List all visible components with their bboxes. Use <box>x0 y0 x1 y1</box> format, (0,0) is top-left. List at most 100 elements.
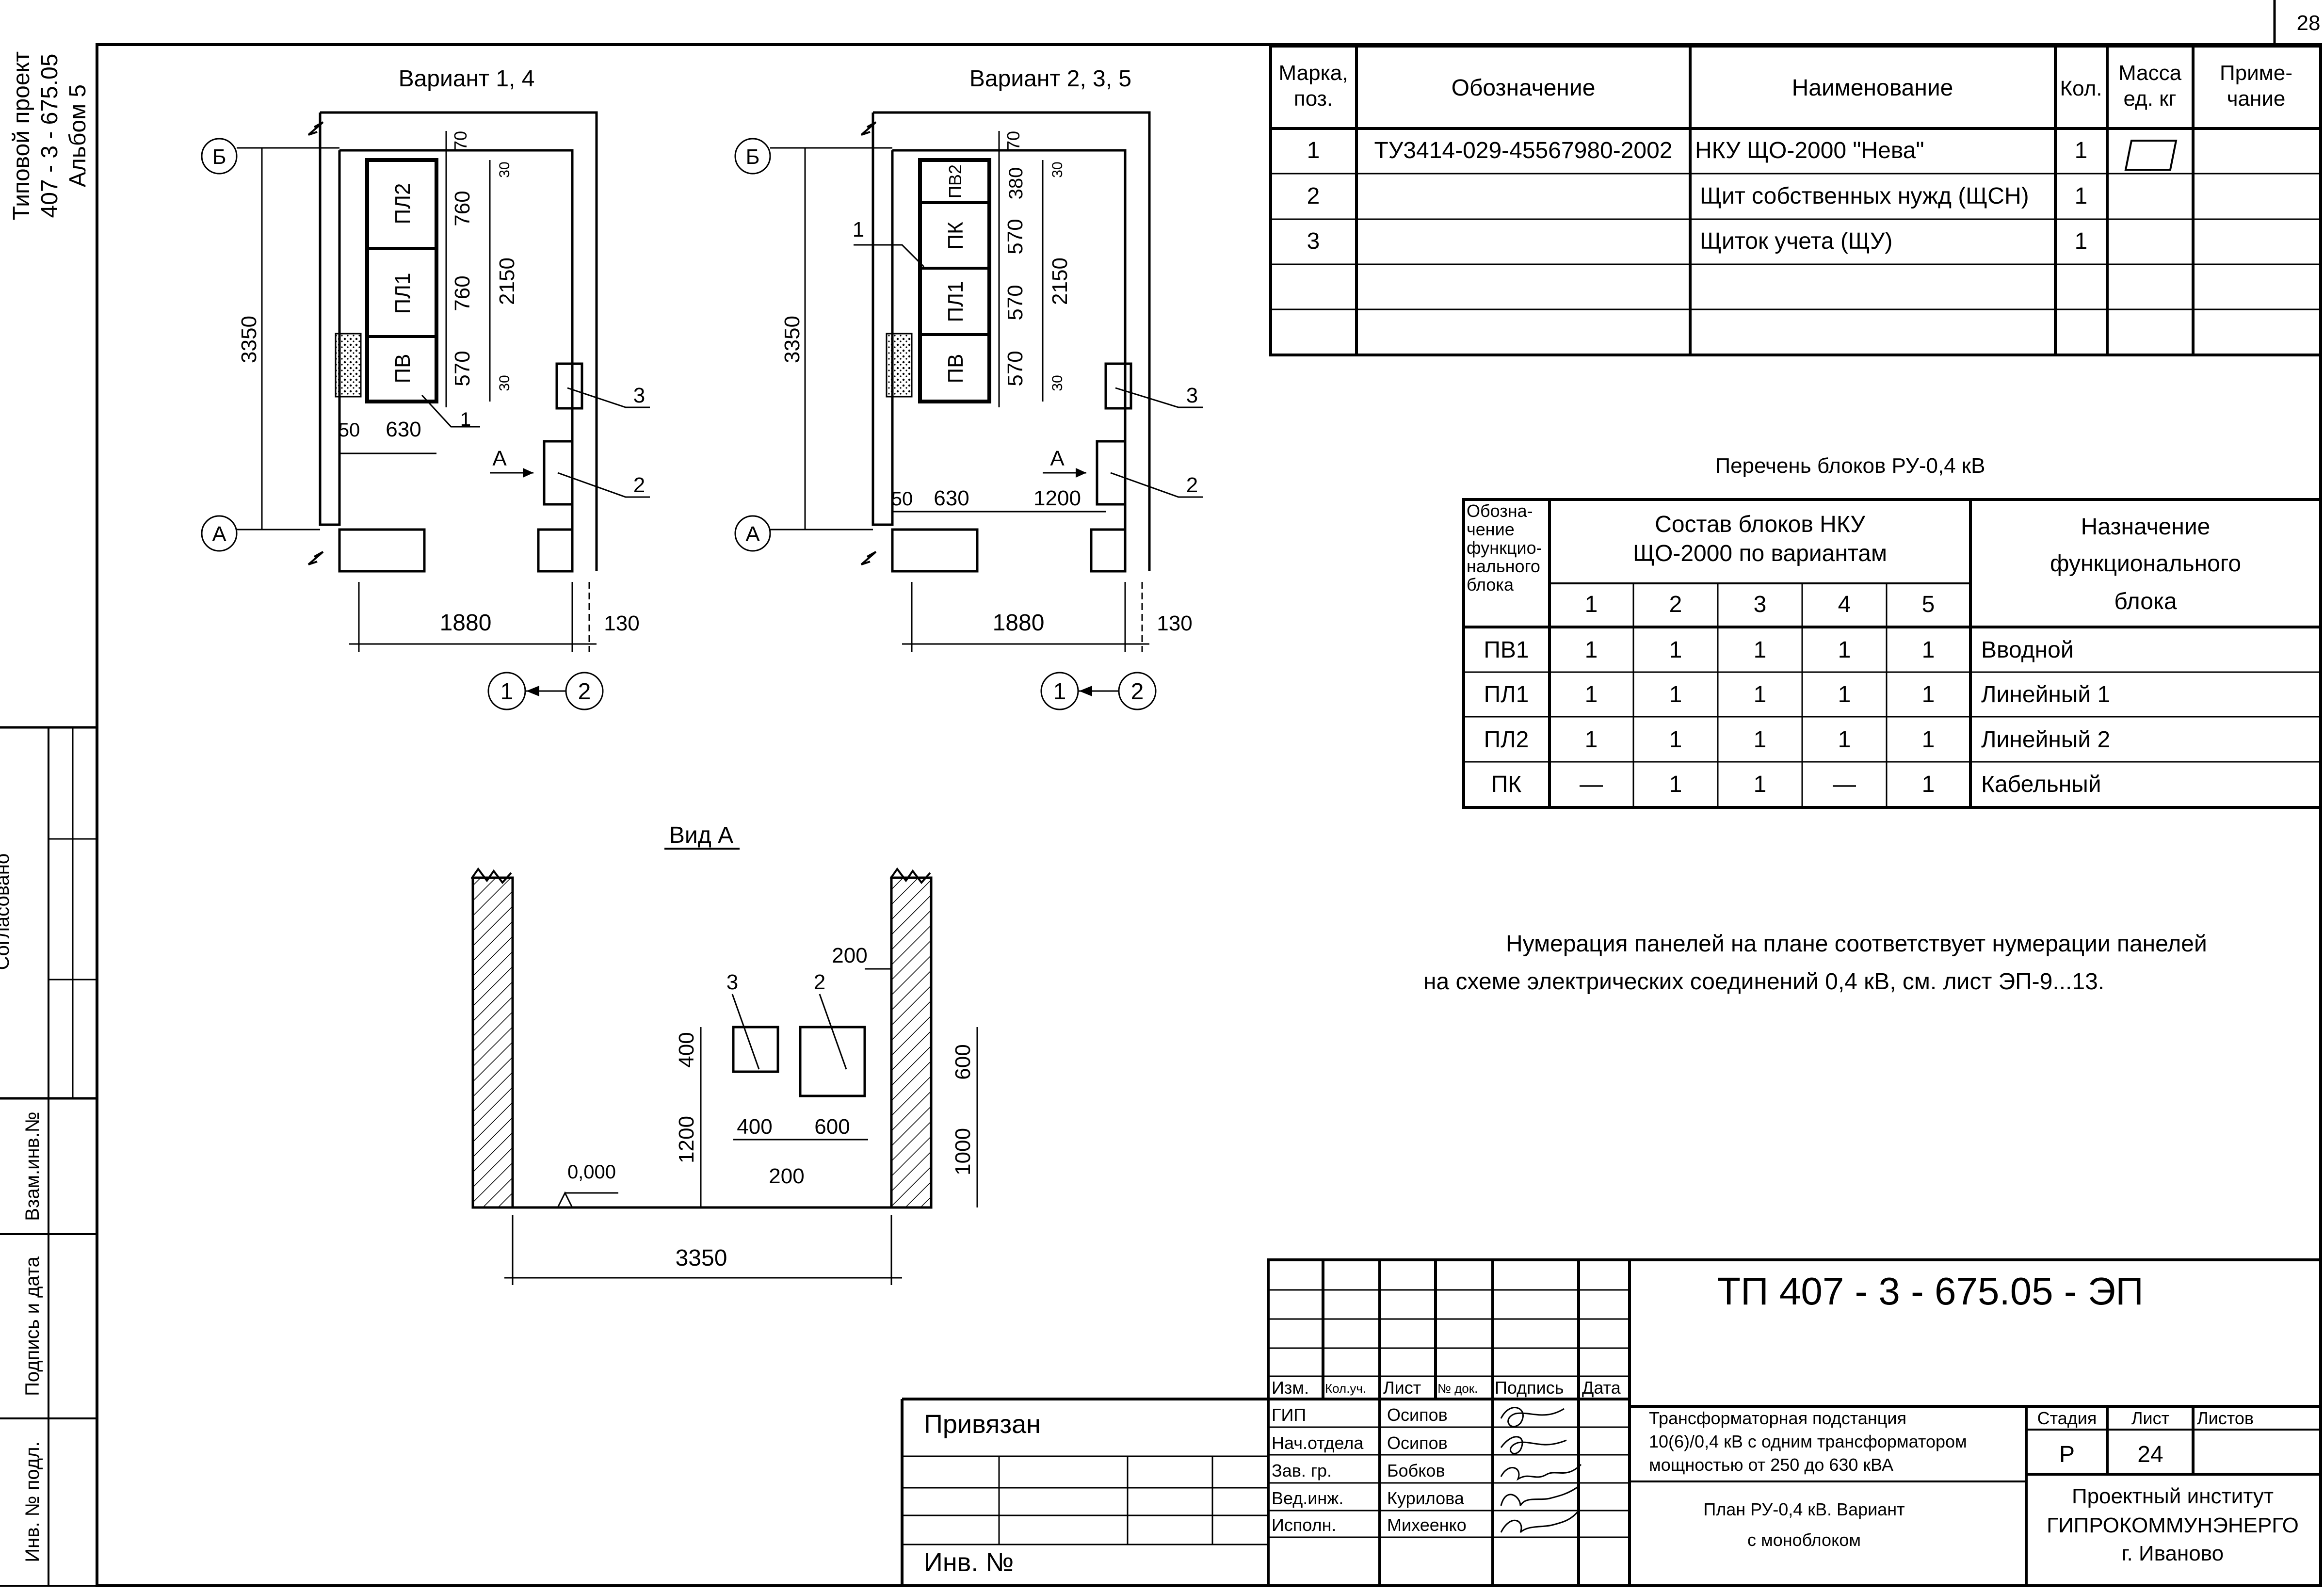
plan-right-panel-1: ПВ2 <box>945 164 965 198</box>
plan-right-dim-30b: 30 <box>1049 375 1065 391</box>
blocks-head-purpose-2: функционального <box>2050 551 2241 577</box>
blocks-variant-2: 2 <box>1669 592 1682 617</box>
blocks-row4-v4: — <box>1833 772 1856 797</box>
view-a-title: Вид А <box>669 822 733 848</box>
plan-left-dim-2150: 2150 <box>495 257 519 305</box>
blocks-row4-v1: — <box>1580 772 1603 797</box>
blocks-row1-v2: 1 <box>1669 637 1682 663</box>
blocks-row4-v2: 1 <box>1669 772 1682 797</box>
tb-col-list: Лист <box>1383 1378 1421 1398</box>
plan-right-panel-4: ПВ <box>944 354 968 384</box>
note-line1: Нумерация панелей на плане соответствует… <box>1506 931 2207 957</box>
sheet-frame: 28 <box>96 0 2322 1587</box>
tb-col-ndoc: № док. <box>1437 1381 1478 1396</box>
blocks-row2-v4: 1 <box>1838 682 1851 708</box>
plan-left-panel-2: ПЛ1 <box>391 273 415 314</box>
tb-name-5: Михеенко <box>1387 1515 1467 1535</box>
spec-head-designation: Обозначение <box>1452 75 1596 101</box>
blocks-row3-code: ПЛ2 <box>1484 727 1529 753</box>
plan-left-panel-1: ПЛ2 <box>391 183 415 225</box>
plan-left-axis-b: Б <box>212 145 226 169</box>
side-stamp: Типовой проект 407 - 3 - 675.05 Альбом 5… <box>0 51 97 1587</box>
blocks-head-code-4: нального <box>1467 556 1540 576</box>
tb-role-2: Нач.отдела <box>1272 1433 1364 1453</box>
side-project-line1: Типовой проект <box>9 51 34 220</box>
plan-left-axis-2: 2 <box>578 679 591 705</box>
plan-right-dim-70: 70 <box>1003 131 1023 150</box>
tb-sheet-label: Лист <box>2131 1408 2169 1428</box>
note: Нумерация панелей на плане соответствует… <box>1423 931 2207 995</box>
side-sign-date: Подпись и дата <box>22 1256 43 1396</box>
plan-right-dim-2150: 2150 <box>1048 257 1072 305</box>
tb-sheet-1: План РУ-0,4 кВ. Вариант <box>1703 1499 1904 1519</box>
tb-name-3: Бобков <box>1387 1461 1445 1480</box>
plan-right-dim-3350: 3350 <box>780 316 804 363</box>
blocks-row3-purpose: Линейный 2 <box>1981 727 2110 753</box>
signatures <box>1500 1407 1582 1533</box>
tb-role-4: Вед.инж. <box>1272 1488 1343 1508</box>
plan-left-panel-3: ПВ <box>391 354 415 384</box>
blocks-head-purpose-1: Назначение <box>2081 514 2211 540</box>
tb-org-2: ГИПРОКОММУНЭНЕРГО <box>2047 1513 2299 1537</box>
view-a-dim-600-h: 600 <box>814 1115 850 1139</box>
spec-row1-pos: 1 <box>1307 138 1320 163</box>
blocks-row1-purpose: Вводной <box>1981 637 2074 663</box>
blocks-row1-v4: 1 <box>1838 637 1851 663</box>
blocks-variant-5: 5 <box>1922 592 1935 617</box>
tb-col-date: Дата <box>1582 1378 1621 1398</box>
blocks-table: Перечень блоков РУ-0,4 кВ Обозна- чение … <box>1462 454 2322 809</box>
view-a-dim-1000: 1000 <box>951 1128 975 1175</box>
plan-right-axis-2: 2 <box>1131 679 1144 705</box>
plan-left-dim-30a: 30 <box>497 161 513 177</box>
view-a-dim-200-top: 200 <box>832 944 867 967</box>
blocks-title: Перечень блоков РУ-0,4 кВ <box>1715 454 1985 478</box>
plan-left-label-a: А <box>492 447 507 470</box>
plan-left-dim-760b: 760 <box>451 275 474 311</box>
plan-left-dim-70: 70 <box>451 131 470 150</box>
side-project-line2: 407 - 3 - 675.05 <box>37 54 63 218</box>
spec-head-name: Наименование <box>1792 75 1953 101</box>
plan-variant-1-4: Вариант 1, 4 ПЛ2 ПЛ1 ПВ 70 30 760 760 57… <box>201 66 650 710</box>
tb-object-2: 10(6)/0,4 кВ с одним трансформатором <box>1649 1432 1967 1451</box>
tb-stage: Р <box>2059 1442 2075 1467</box>
plan-right-axis-b: Б <box>746 145 760 169</box>
view-a-label-2: 2 <box>814 970 825 994</box>
plan-right-panel-3: ПЛ1 <box>944 281 968 322</box>
plan-right-dim-570c: 570 <box>1003 351 1027 386</box>
blocks-head-group-2: ЩО-2000 по вариантам <box>1633 541 1887 566</box>
spec-table: Марка, поз. Обозначение Наименование Кол… <box>1269 45 2322 356</box>
tb-col-kolych: Кол.уч. <box>1325 1381 1366 1396</box>
spec-row3-pos: 3 <box>1307 228 1320 254</box>
tb-role-3: Зав. гр. <box>1272 1461 1332 1480</box>
plan-right-dim-130: 130 <box>1157 611 1192 635</box>
tb-col-izm: Изм. <box>1272 1378 1309 1398</box>
plan-right-label-3: 3 <box>1186 384 1198 407</box>
spec-row2-qty: 1 <box>2075 183 2088 209</box>
side-inv-orig: Инв. № подл. <box>22 1441 43 1562</box>
plan-right-dim-30a: 30 <box>1049 161 1065 177</box>
plan-left-label-1: 1 <box>460 409 471 430</box>
blocks-head-code-2: чение <box>1467 519 1515 539</box>
spec-row3-qty: 1 <box>2075 228 2088 254</box>
tb-org-3: г. Иваново <box>2122 1542 2224 1565</box>
blocks-variant-1: 1 <box>1585 592 1598 617</box>
blocks-variant-3: 3 <box>1754 592 1767 617</box>
view-a-level: 0,000 <box>567 1161 616 1183</box>
plan-right-axis-1: 1 <box>1053 679 1066 705</box>
blocks-head-purpose-3: блока <box>2114 589 2177 614</box>
plan-left-dim-3350: 3350 <box>237 316 261 363</box>
blocks-row2-v2: 1 <box>1669 682 1682 708</box>
plan-right-title: Вариант 2, 3, 5 <box>969 66 1131 92</box>
plan-right-dim-1880: 1880 <box>993 610 1045 636</box>
plan-left-axis-1: 1 <box>500 679 514 705</box>
blocks-row1-code: ПВ1 <box>1484 637 1529 663</box>
spec-head-mass-2: ед. кг <box>2124 87 2177 111</box>
tb-name-4: Курилова <box>1387 1488 1465 1508</box>
blocks-head-code-3: функцио- <box>1467 538 1542 558</box>
plan-left-dim-130: 130 <box>604 611 639 635</box>
tb-inv: Инв. № <box>924 1548 1014 1577</box>
view-a: Вид А 3 2 200 400 1200 400 600 200 600 1… <box>470 822 978 1285</box>
plan-right-label-1: 1 <box>853 218 864 241</box>
tb-object-1: Трансформаторная подстанция <box>1649 1408 1906 1428</box>
plan-left-label-3: 3 <box>633 384 645 407</box>
